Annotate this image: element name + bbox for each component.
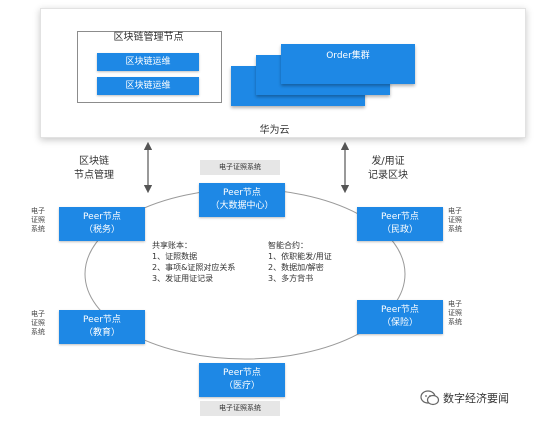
cert-system-top: 电子证照系统 [200, 160, 280, 175]
peer-node-center: Peer节点 （大数据中心） [199, 183, 285, 217]
cert-system-bottom: 电子证照系统 [200, 401, 280, 416]
ledger-title: 共享账本： [152, 241, 192, 250]
order-cluster-box-1: Order集群 [281, 44, 415, 84]
shared-ledger-info: 共享账本： 1、证照数据 2、事项&证照对应关系 3、发证用证记录 [152, 241, 236, 283]
cert-system-edu: 电子证照系统 [31, 310, 45, 336]
node-management-label: 区块链 节点管理 [74, 156, 114, 181]
ops-box-2: 区块链运维 [97, 77, 199, 95]
peer-node-tax: Peer节点 （税务） [59, 207, 145, 241]
smart-contract-info: 智能合约： 1、依职能发/用证 2、数据加/解密 3、多方背书 [268, 241, 332, 283]
peer-node-insurance: Peer节点 （保险） [357, 300, 443, 334]
contract-title: 智能合约： [268, 241, 308, 250]
cert-system-tax: 电子证照系统 [31, 207, 45, 233]
wechat-icon [420, 390, 440, 406]
cloud-name: 华为云 [259, 125, 290, 136]
record-block-label: 发/用证 记录区块 [368, 156, 408, 181]
cert-system-insurance: 电子证照系统 [448, 300, 462, 326]
cert-system-civil: 电子证照系统 [448, 207, 462, 233]
peer-node-medical: Peer节点 （医疗） [199, 363, 285, 397]
ops-box-1: 区块链运维 [97, 53, 199, 71]
peer-node-edu: Peer节点 （教育） [59, 310, 145, 344]
management-node-title: 区块链管理节点 [113, 32, 184, 43]
watermark-text: 数字经济要闻 [443, 392, 509, 405]
peer-node-civil: Peer节点 （民政） [357, 207, 443, 241]
